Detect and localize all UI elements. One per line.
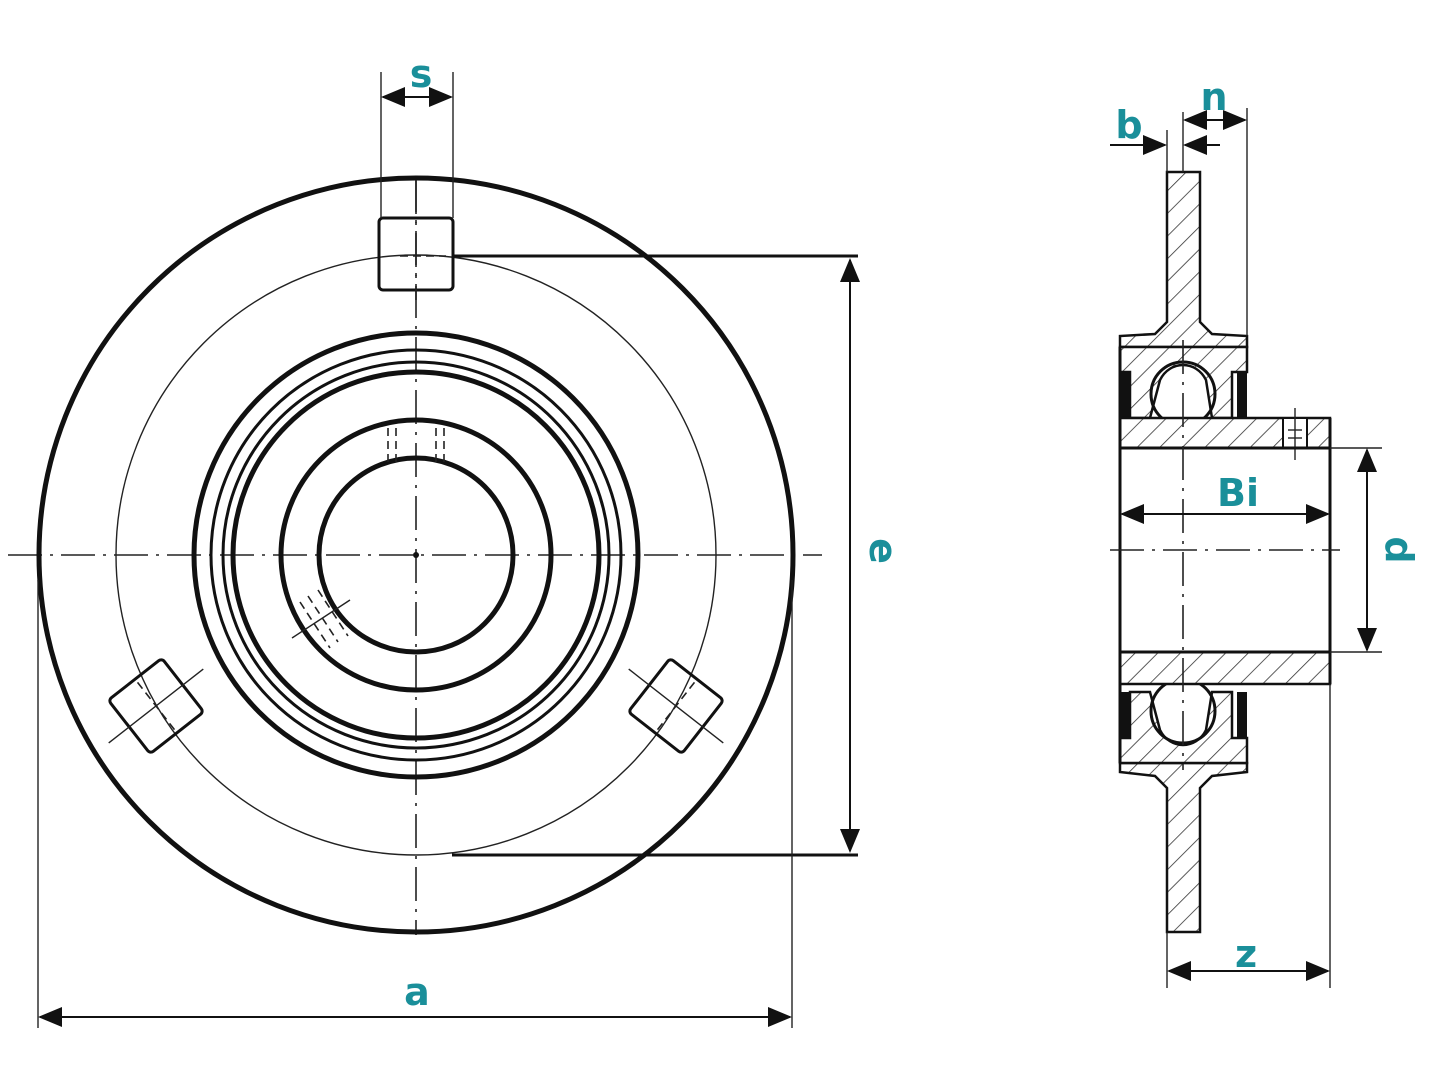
bore-circle — [316, 455, 516, 655]
housing-ring-3 — [221, 360, 611, 750]
dimension-a — [37, 580, 793, 1028]
bolt-slot-lower-right — [628, 658, 724, 754]
set-screw-side — [1282, 408, 1308, 460]
label-a: a — [404, 970, 430, 1014]
set-screw-lower-left — [291, 589, 351, 649]
outer-flange-circle — [36, 175, 796, 935]
bolt-slot-top — [377, 180, 455, 300]
label-d: d — [1377, 536, 1421, 563]
seal-right-upper — [1237, 372, 1247, 418]
seal-right-lower — [1237, 692, 1247, 738]
dimension-d — [1330, 447, 1382, 653]
housing-ring-1 — [191, 330, 641, 780]
housing-ring-2 — [209, 348, 623, 762]
seal-left-lower — [1120, 692, 1130, 738]
label-bi: Bi — [1217, 471, 1259, 515]
side-section-view: b n Bi d z — [1110, 75, 1421, 988]
dimension-b-n — [1110, 108, 1248, 336]
inner-ring — [278, 417, 554, 693]
flange-plate-upper — [1118, 170, 1249, 349]
seal-left-upper — [1120, 372, 1130, 418]
front-view: s e a — [8, 52, 905, 1028]
dimension-s — [380, 72, 454, 218]
label-n: n — [1200, 75, 1227, 119]
dimension-z — [1166, 684, 1331, 988]
label-b: b — [1115, 103, 1142, 147]
set-screw-top — [387, 428, 445, 462]
inner-ring-lower — [1118, 650, 1332, 686]
center-dot — [413, 552, 419, 558]
dimension-e — [452, 254, 860, 857]
flange-plate-lower — [1118, 761, 1249, 934]
label-s: s — [410, 52, 433, 96]
housing-ring-4 — [230, 369, 602, 741]
label-z: z — [1235, 932, 1257, 976]
label-e: e — [861, 538, 905, 564]
bolt-slot-lower-left — [108, 658, 204, 754]
